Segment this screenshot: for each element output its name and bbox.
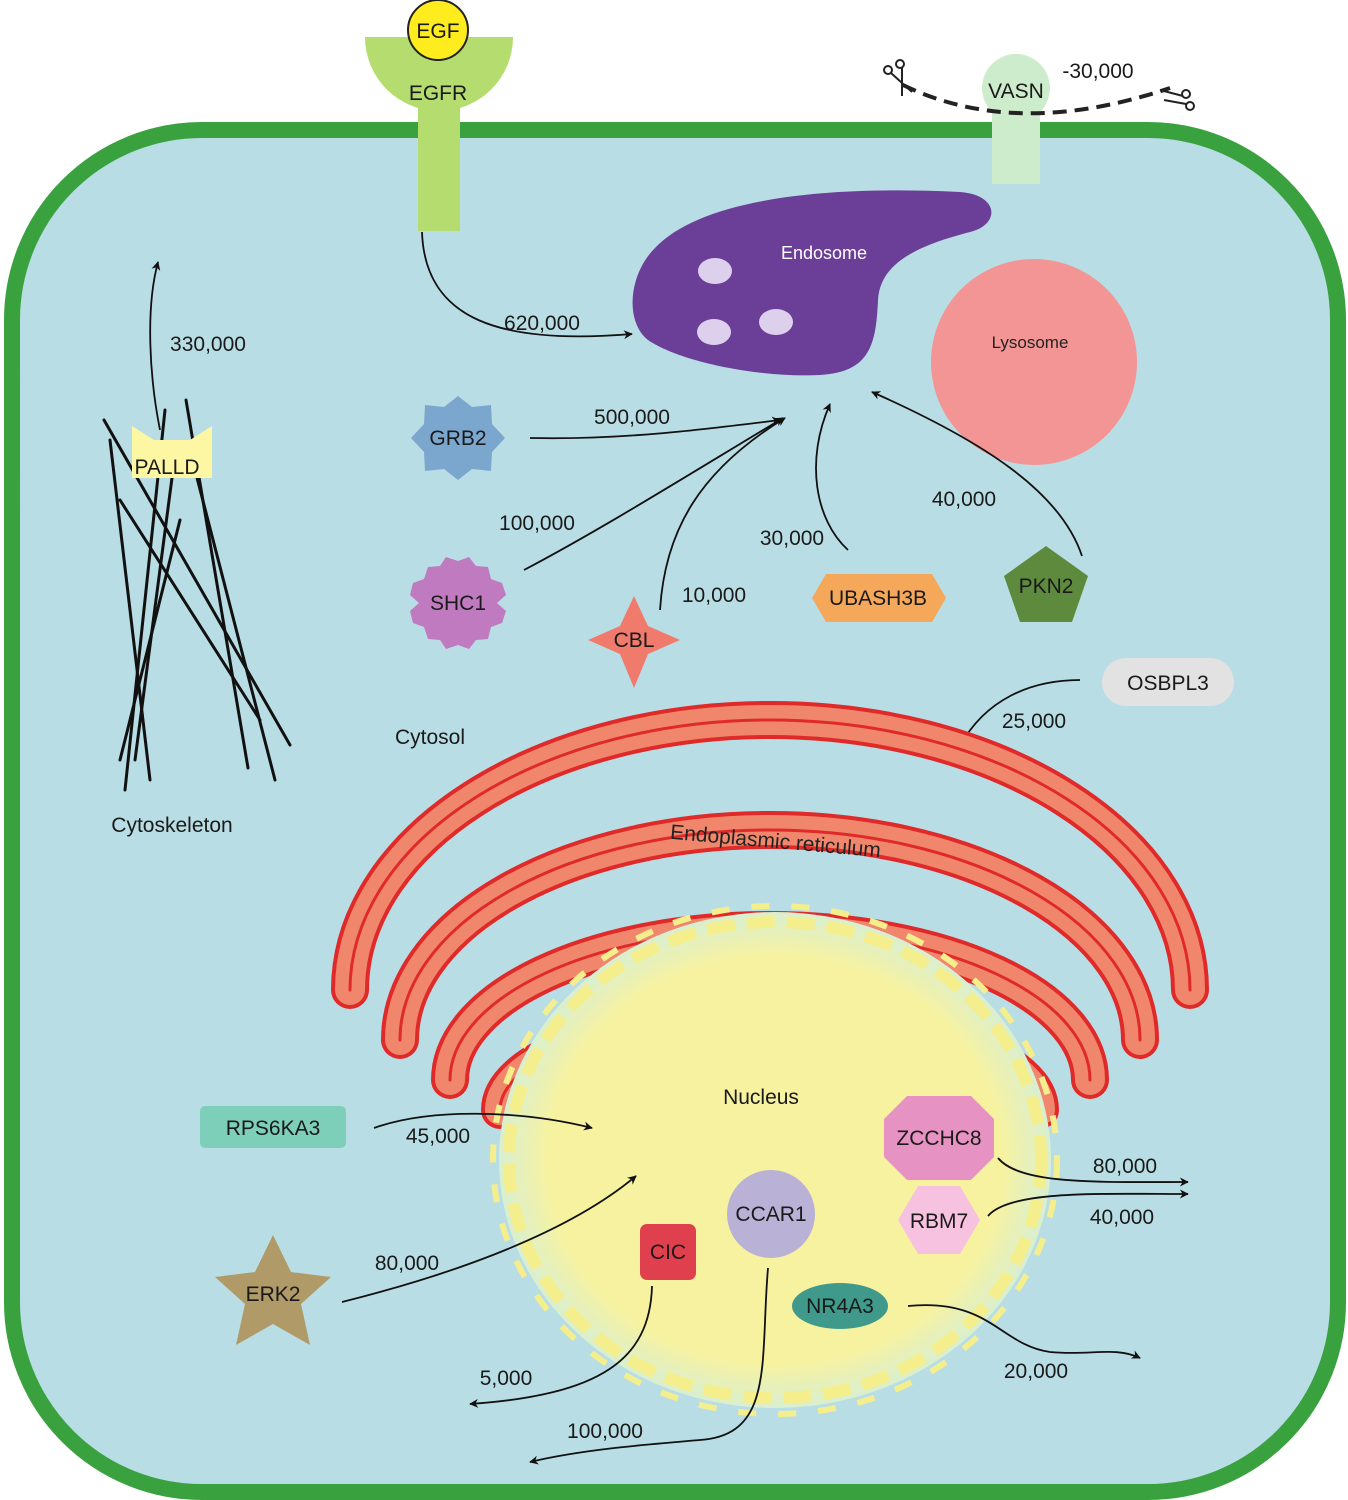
rbm7-label: RBM7 — [910, 1210, 968, 1233]
ubash3b-flow: 30,000 — [760, 527, 824, 550]
erk2-node — [215, 1235, 331, 1345]
scissors-icon-left — [883, 59, 913, 96]
cbl-label: CBL — [614, 629, 655, 652]
osbpl3-label: OSBPL3 — [1127, 672, 1209, 695]
erk2-flow: 80,000 — [375, 1252, 439, 1275]
shc1-flow: 100,000 — [499, 512, 575, 535]
pkn2-flow: 40,000 — [932, 488, 996, 511]
rbm7-flow: 40,000 — [1090, 1206, 1154, 1229]
endosome-vesicle — [697, 319, 731, 345]
endosome-vesicle — [698, 258, 732, 284]
egfr-label: EGFR — [409, 82, 467, 105]
cytoskeleton-label: Cytoskeleton — [111, 814, 232, 837]
shc1-label: SHC1 — [430, 592, 486, 615]
grb2-flow: 500,000 — [594, 406, 670, 429]
pkn2-label: PKN2 — [1019, 575, 1074, 598]
vasn-flow: -30,000 — [1062, 60, 1133, 83]
osbpl3-node — [1102, 658, 1234, 706]
cic-node — [640, 1224, 696, 1280]
palld-arrow — [149, 261, 161, 431]
nucleus — [499, 912, 1051, 1408]
ubash3b-label: UBASH3B — [829, 587, 927, 610]
egfr-flow: 620,000 — [504, 312, 580, 335]
rbm7-node — [898, 1186, 980, 1254]
nr4a3-flow: 20,000 — [1004, 1360, 1068, 1383]
cbl-node — [588, 596, 680, 688]
rbm7-arrow — [987, 1189, 1189, 1217]
pkn2-node — [1004, 546, 1088, 622]
nucleus-label: Nucleus — [723, 1086, 799, 1109]
ccar1-label: CCAR1 — [735, 1203, 806, 1226]
zcchc8-flow: 80,000 — [1093, 1155, 1157, 1178]
shc1-arrow — [523, 417, 784, 571]
rps6ka3-label: RPS6KA3 — [226, 1117, 321, 1140]
ccar1-node — [727, 1170, 815, 1258]
cic-flow: 5,000 — [480, 1367, 533, 1390]
palld-node — [132, 426, 212, 478]
cic-label: CIC — [650, 1241, 686, 1264]
zcchc8-label: ZCCHC8 — [896, 1127, 981, 1150]
grb2-node — [411, 396, 505, 480]
ccar1-flow: 100,000 — [567, 1420, 643, 1443]
rps6ka3-node — [200, 1106, 346, 1148]
egf-ligand — [407, 0, 469, 61]
shc1-node — [410, 557, 506, 649]
egfr-receptor — [365, 37, 513, 231]
nr4a3-node — [792, 1283, 888, 1329]
rps6ka3-flow: 45,000 — [406, 1125, 470, 1148]
osbpl3-flow: 25,000 — [1002, 710, 1066, 733]
pkn2-arrow — [871, 391, 1083, 557]
grb2-arrow — [529, 416, 781, 440]
ccar1-arrow — [529, 1267, 769, 1465]
palld-flow: 330,000 — [170, 333, 246, 356]
endosome-label: Endosome — [781, 243, 867, 263]
vasn-label: VASN — [988, 80, 1044, 103]
cytosol-label: Cytosol — [395, 726, 465, 749]
vasn-cleavage-line — [902, 83, 1171, 116]
scissors-icon-right — [1159, 89, 1195, 111]
egfr-arrow — [421, 231, 633, 340]
cic-arrow — [469, 1285, 653, 1408]
nr4a3-label: NR4A3 — [806, 1295, 874, 1318]
erk2-label: ERK2 — [246, 1283, 301, 1306]
cbl-flow: 10,000 — [682, 584, 746, 607]
zcchc8-node — [884, 1096, 994, 1180]
ubash3b-arrow — [815, 403, 849, 551]
nuclear-envelope-outer — [490, 903, 1060, 1417]
endosome-vesicle — [759, 309, 793, 335]
ubash3b-node — [812, 574, 946, 622]
nr4a3-arrow — [907, 1304, 1141, 1359]
palld-label: PALLD — [135, 456, 200, 479]
egf-label: EGF — [416, 20, 459, 43]
lysosome — [931, 259, 1137, 465]
lysosome-label: Lysosome — [992, 333, 1069, 352]
cbl-arrow — [659, 417, 786, 611]
zcchc8-arrow — [997, 1157, 1189, 1187]
rps6ka3-arrow — [373, 1112, 593, 1131]
osbpl3-arrow — [959, 679, 1081, 747]
erk2-arrow — [341, 1175, 637, 1303]
grb2-label: GRB2 — [429, 427, 486, 450]
nuclear-envelope — [503, 916, 1047, 1404]
vasn-receptor — [982, 54, 1050, 184]
